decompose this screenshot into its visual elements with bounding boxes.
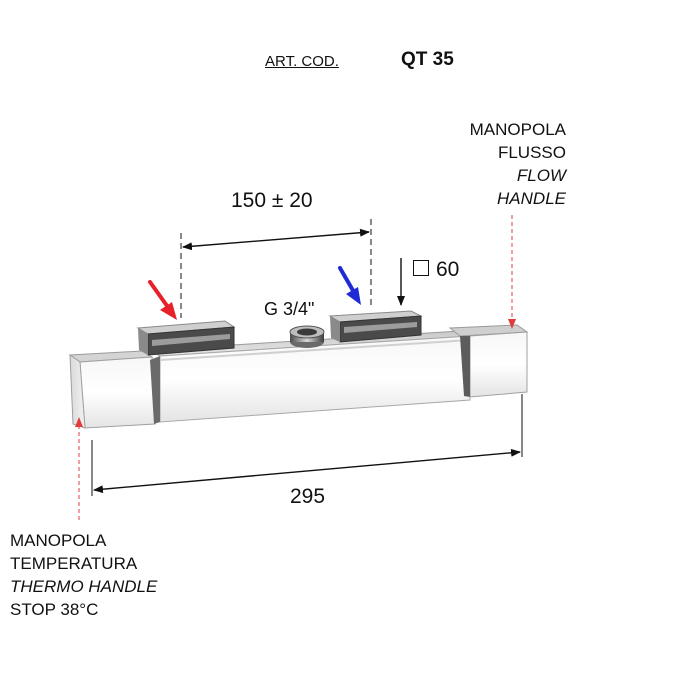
thermo-handle-line4: STOP 38°C (10, 600, 99, 619)
right-outlet-block-side (330, 316, 340, 342)
thermo-handle-line2: TEMPERATURA (10, 554, 138, 573)
flow-handle-line4: HANDLE (497, 189, 566, 208)
thermo-handle-label: MANOPOLA TEMPERATURA THERMO HANDLE STOP … (10, 529, 157, 621)
inlet-thread-label: G 3/4" (264, 299, 315, 319)
dimension-150-line (182, 228, 370, 251)
left-outlet-block-side (138, 328, 148, 355)
flow-handle-line3: FLOW (516, 166, 566, 185)
square-size-label: 60 (436, 258, 460, 281)
art-code-value: QT 35 (401, 49, 454, 70)
red-arrow-icon (148, 280, 177, 320)
dimension-150 (180, 219, 372, 318)
thermo-handle-front (79, 356, 156, 429)
handle-spacing-label: 150 ± 20 (231, 189, 313, 212)
dimension-295-line (93, 448, 521, 494)
flow-handle-line1: MANOPOLA (469, 120, 566, 139)
thermo-handle-line1: MANOPOLA (10, 531, 107, 550)
flow-handle-line2: FLUSSO (497, 143, 566, 162)
art-code-label: ART. COD. (265, 53, 339, 70)
total-length-label: 295 (290, 485, 326, 508)
inlet-fitting (289, 325, 325, 348)
mixer-body (68, 310, 529, 429)
thermo-handle-side (69, 354, 86, 429)
square-icon (413, 260, 429, 276)
thermo-handle-line3: THERMO HANDLE (10, 577, 158, 596)
flow-handle-gap (460, 336, 470, 397)
flow-handle-label: MANOPOLA FLUSSO FLOW HANDLE (470, 118, 566, 210)
dimension-295 (91, 394, 523, 496)
thermo-handle-gap (150, 356, 160, 424)
flow-handle-front (469, 331, 528, 398)
blue-arrow-icon (338, 266, 361, 305)
